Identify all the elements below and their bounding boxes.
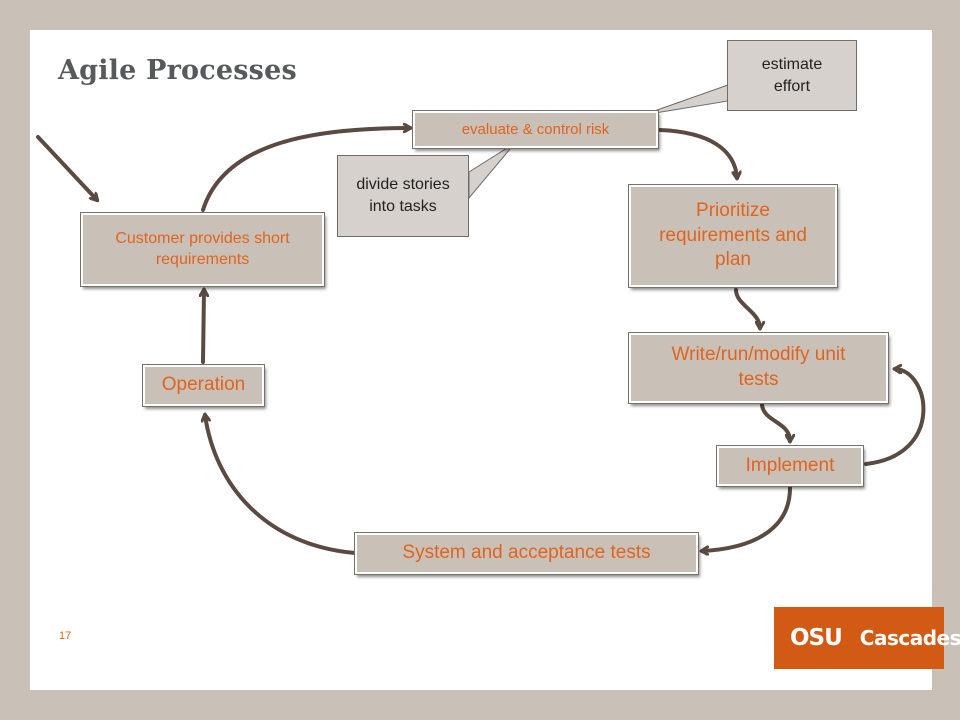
node-implement: Implement [716, 445, 864, 487]
node-write-tests: Write/run/modify unit tests [628, 332, 889, 404]
node-evaluate-risk: evaluate & control risk [412, 110, 659, 149]
osu-cascades-logo: OSU Cascades [774, 607, 960, 669]
logo-osu-text: OSU [790, 625, 843, 651]
node-system-tests: System and acceptance tests [354, 532, 699, 575]
node-operation: Operation [142, 364, 265, 407]
arrow-prioritize-to-write [734, 288, 760, 328]
arrow-entry [36, 135, 97, 200]
arrow-write-to-implement [760, 403, 790, 441]
callout-estimate-effort: estimate effort [727, 40, 857, 111]
arrow-system-to-operation [205, 415, 357, 555]
node-prioritize: Prioritize requirements and plan [628, 184, 838, 288]
slide-title: Agile Processes [58, 55, 297, 86]
arrow-operation-to-customer [203, 290, 204, 364]
arrow-implement-to-system [702, 486, 792, 551]
logo-cascades-text: Cascades [859, 626, 960, 650]
arrow-customer-to-evaluate [201, 128, 410, 212]
page-number: 17 [59, 630, 72, 642]
callout-divide-stories: divide stories into tasks [337, 155, 469, 237]
callout-pointer-divide [468, 142, 516, 200]
node-customer-requirements: Customer provides short requirements [80, 212, 325, 287]
arrow-implement-loop [864, 369, 926, 466]
arrow-evaluate-to-prioritize [658, 128, 737, 178]
